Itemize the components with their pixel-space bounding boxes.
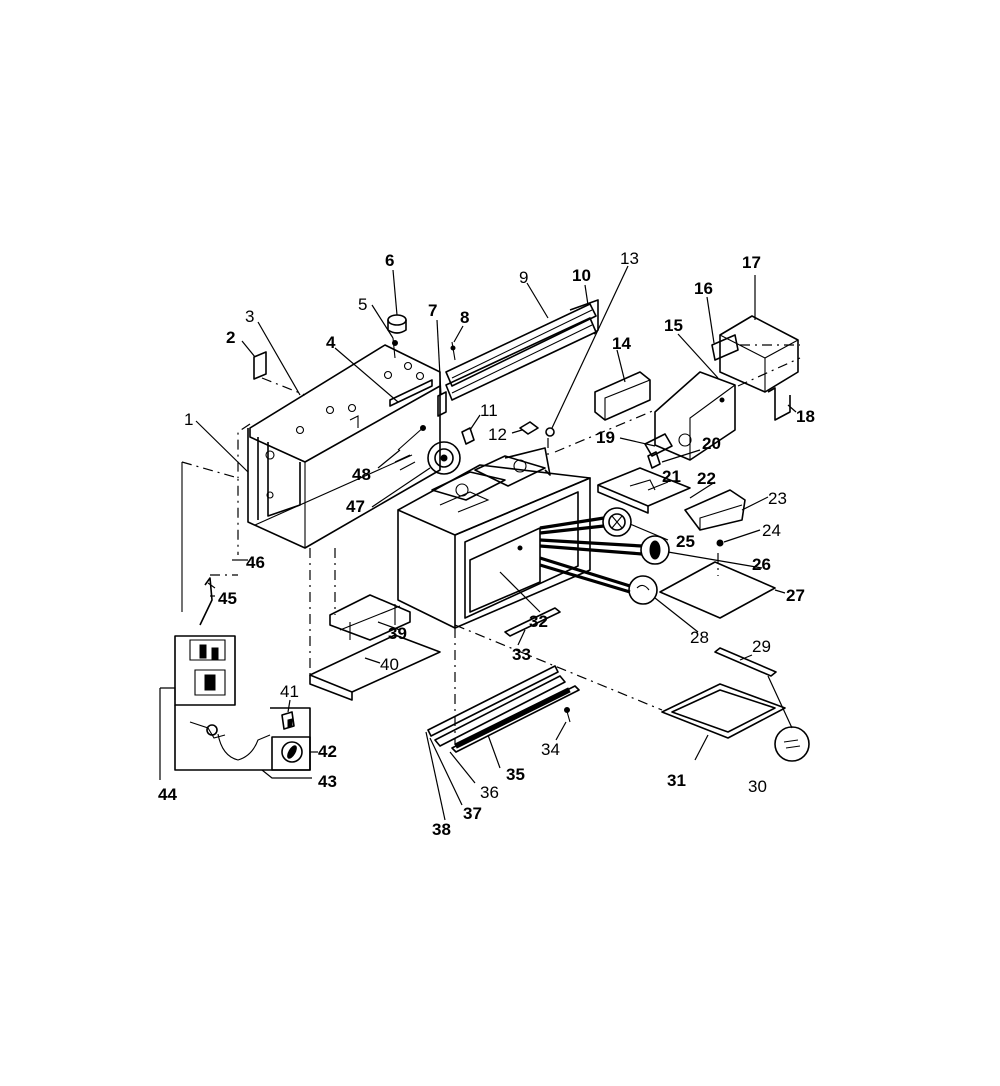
part-30-knob <box>767 675 810 762</box>
part-1-chassis <box>195 386 441 549</box>
label-42: 42 <box>318 742 337 761</box>
label-27: 27 <box>786 586 805 605</box>
part-16-clip <box>706 296 739 361</box>
assembly-line-upper-right <box>554 344 801 453</box>
label-6: 6 <box>385 251 394 270</box>
part-6-knob <box>387 269 407 334</box>
label-34: 34 <box>541 740 560 759</box>
label-32: 32 <box>529 612 548 631</box>
part-28-lamp <box>539 556 699 633</box>
label-12: 12 <box>488 425 507 444</box>
part-38-rail <box>425 731 446 821</box>
label-15: 15 <box>664 316 683 335</box>
label-22: 22 <box>697 469 716 488</box>
part-36-rail <box>434 675 566 784</box>
part-10-grille-frame <box>569 284 599 335</box>
label-7: 7 <box>428 301 437 320</box>
part-20-clip <box>647 449 701 469</box>
label-2: 2 <box>226 328 235 347</box>
part-35-rail <box>451 685 580 769</box>
part-46-side-panel <box>181 461 248 612</box>
part-17-cover <box>719 275 799 393</box>
label-19: 19 <box>596 428 615 447</box>
label-4: 4 <box>326 333 336 352</box>
part-41-clip <box>281 699 295 730</box>
label-35: 35 <box>506 765 525 784</box>
part-37-rail <box>427 665 559 806</box>
label-18: 18 <box>796 407 815 426</box>
part-34-screw <box>555 707 571 741</box>
label-48: 48 <box>352 465 371 484</box>
part-3-top-cover <box>249 321 441 463</box>
label-8: 8 <box>460 308 469 327</box>
label-11: 11 <box>480 401 498 420</box>
label-5: 5 <box>358 295 367 314</box>
label-36: 36 <box>480 783 499 802</box>
label-47: 47 <box>346 497 365 516</box>
part-4-rail <box>334 347 433 407</box>
label-33: 33 <box>512 645 531 664</box>
part-31-filter-frame <box>661 683 786 761</box>
label-29: 29 <box>752 637 771 656</box>
part-14-bracket <box>594 349 651 421</box>
assembly-line-filter <box>454 624 663 711</box>
part-26-lamp <box>539 535 763 569</box>
label-46: 46 <box>246 553 265 572</box>
part-21-plate <box>597 467 691 514</box>
label-3: 3 <box>245 307 254 326</box>
label-25: 25 <box>676 532 695 551</box>
part-19-switch <box>619 433 673 457</box>
label-10: 10 <box>572 266 591 285</box>
label-23: 23 <box>768 489 787 508</box>
label-38: 38 <box>432 820 451 839</box>
part-15-panel <box>654 333 736 461</box>
part-33-strip <box>504 607 561 646</box>
label-41: 41 <box>280 682 299 701</box>
label-24: 24 <box>762 521 781 540</box>
part-23-bracket <box>684 489 769 531</box>
part-40-bracket <box>309 634 441 701</box>
part-48-screw <box>377 425 426 471</box>
label-43: 43 <box>318 772 337 791</box>
label-37: 37 <box>463 804 482 823</box>
part-47-fan-motor <box>371 441 461 508</box>
label-39: 39 <box>388 624 407 643</box>
part-2-clip <box>241 340 267 380</box>
part-39-bracket <box>329 594 411 641</box>
label-1: 1 <box>184 410 193 429</box>
label-28: 28 <box>690 628 709 647</box>
label-17: 17 <box>742 253 761 272</box>
label-16: 16 <box>694 279 713 298</box>
label-44: 44 <box>158 785 177 804</box>
label-13: 13 <box>620 249 639 268</box>
part-8-screw <box>450 325 464 361</box>
part-22-bracket <box>689 481 716 499</box>
label-45: 45 <box>218 589 237 608</box>
part-12-sensor <box>511 421 539 435</box>
label-31: 31 <box>667 771 686 790</box>
part-45-wire <box>199 577 216 626</box>
callout-labels: 1 2 3 4 5 6 7 8 9 10 11 12 13 14 15 16 1… <box>158 249 815 839</box>
label-30: 30 <box>748 777 767 796</box>
part-42-switch-knob <box>271 736 318 771</box>
part-5-screw <box>371 304 398 359</box>
part-11-clip <box>461 414 481 445</box>
label-14: 14 <box>612 334 631 353</box>
part-29-filter-bar <box>714 647 777 677</box>
label-9: 9 <box>519 268 528 287</box>
label-21: 21 <box>662 467 681 486</box>
part-13-screw <box>545 265 629 460</box>
part-24-screw <box>716 529 761 547</box>
part-7-connector <box>436 319 447 417</box>
part-27-lens-panel <box>659 553 786 619</box>
part-32-housing <box>397 447 591 629</box>
assembly-line-left-vertical <box>309 548 456 745</box>
label-26: 26 <box>752 555 771 574</box>
part-44-control-box <box>159 635 236 780</box>
part-18-bracket <box>767 387 797 421</box>
label-20: 20 <box>702 434 721 453</box>
label-40: 40 <box>380 655 399 674</box>
